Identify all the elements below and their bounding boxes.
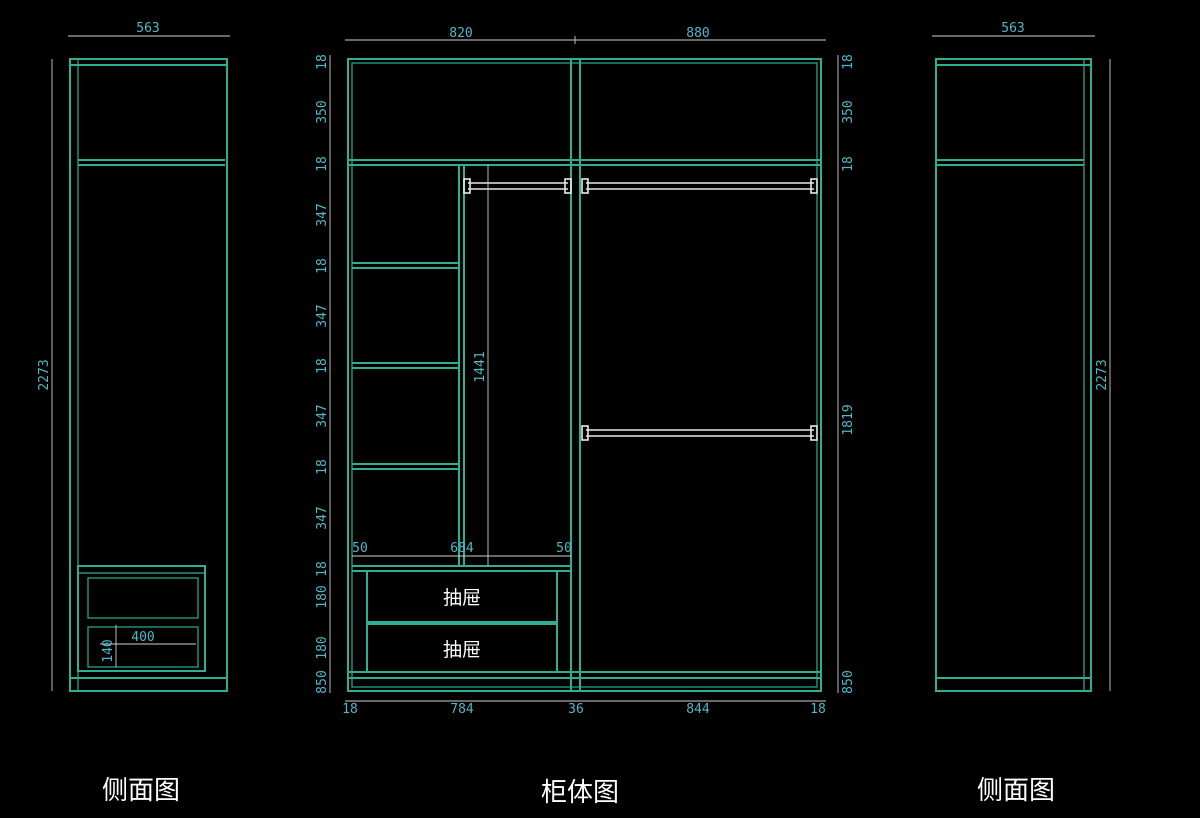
left-col-dim: 347 <box>315 304 330 327</box>
bottom-dim: 844 <box>686 702 710 717</box>
left-height-dim: 2273 <box>37 359 52 390</box>
drawer-row-dim: 50 <box>352 541 368 556</box>
drawer-row-dim: 684 <box>450 541 474 556</box>
drawer-label-2: 抽屉 <box>443 639 481 661</box>
bottom-dim: 784 <box>450 702 474 717</box>
left-drawer-height-dim: 140 <box>101 639 116 662</box>
right-col-dim: 18 <box>841 54 856 70</box>
right-width-dim: 563 <box>1001 21 1024 36</box>
right-height-dim: 2273 <box>1095 359 1110 390</box>
left-col-dim: 18 <box>315 54 330 70</box>
left-col-dim: 18 <box>315 258 330 274</box>
left-width-dim: 563 <box>136 21 159 36</box>
front-view-label: 柜体图 <box>541 778 619 808</box>
left-drawer-width-dim: 400 <box>131 630 154 645</box>
top-dim-left: 820 <box>449 26 472 41</box>
left-col-dim: 180 <box>315 636 330 659</box>
left-view-label: 侧面图 <box>102 776 180 806</box>
hanging-rod-left <box>463 178 572 194</box>
left-col-dim: 350 <box>315 100 330 123</box>
left-col-dim: 18 <box>315 358 330 374</box>
left-col-dim: 347 <box>315 404 330 427</box>
bottom-dim: 18 <box>342 702 358 717</box>
right-col-dim: 18 <box>841 156 856 172</box>
center-vertical-dim: 1441 <box>473 351 488 382</box>
left-side-view: 563 2273 400 140 <box>37 21 230 692</box>
left-vertical-dims: 18 350 18 347 18 347 18 347 18 347 18 18… <box>315 54 330 694</box>
right-view-label: 侧面图 <box>977 776 1055 806</box>
front-cabinet-view: 抽屉 抽屉 820 880 18 350 18 347 18 347 18 34… <box>315 26 856 717</box>
left-col-dim: 18 <box>315 156 330 172</box>
left-col-dim: 347 <box>315 203 330 226</box>
hanging-rod-right-mid <box>581 425 818 441</box>
left-col-dim: 180 <box>315 585 330 608</box>
drawer-row-dim: 50 <box>556 541 572 556</box>
bottom-dim: 36 <box>568 702 584 717</box>
right-vertical-dims: 18 350 18 1819 50 8 <box>841 54 856 694</box>
drawer-label-1: 抽屉 <box>443 587 481 609</box>
left-col-dim: 18 <box>315 561 330 577</box>
left-col-dim: 347 <box>315 506 330 529</box>
right-side-view: 563 2273 <box>932 21 1111 692</box>
right-col-dim: 50 <box>841 670 856 686</box>
left-col-dim: 50 <box>315 670 330 686</box>
right-col-dim: 350 <box>841 100 856 123</box>
bottom-dim: 18 <box>810 702 826 717</box>
right-col-dim: 1819 <box>841 404 856 435</box>
hanging-rod-right-top <box>581 178 818 194</box>
left-col-dim: 18 <box>315 459 330 475</box>
right-col-dim: 8 <box>841 686 856 694</box>
top-dim-right: 880 <box>686 26 709 41</box>
left-col-dim: 8 <box>315 686 330 694</box>
